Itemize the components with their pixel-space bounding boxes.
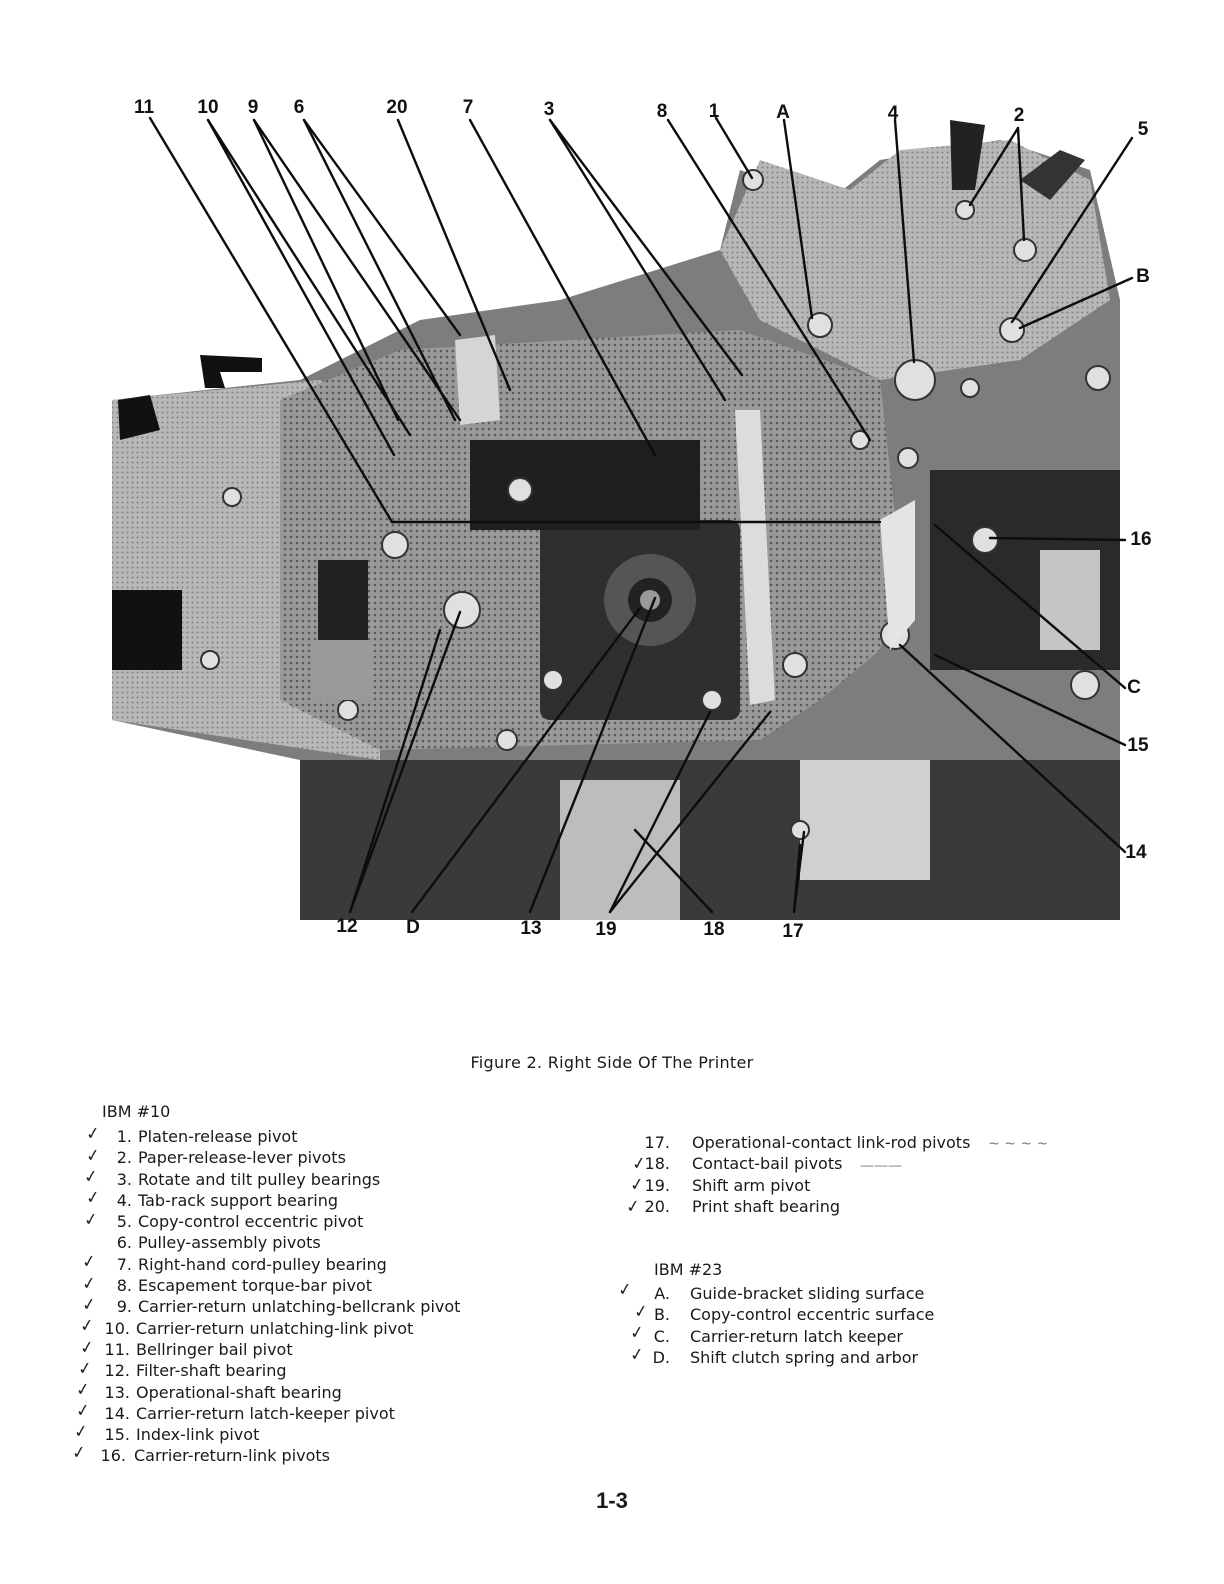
callout-4: 4 (887, 103, 899, 124)
list-item: 12.Filter-shaft bearing (104, 1361, 287, 1381)
check-mark: ✓ (72, 1421, 90, 1443)
callout-6: 6 (293, 97, 305, 118)
check-mark: ✓ (84, 1187, 102, 1209)
list-item: 16.Carrier-return-link pivots (100, 1446, 331, 1466)
callout-19: 19 (595, 919, 617, 940)
handwritten-scribble: ~ ~ ~ ~ (988, 1136, 1049, 1152)
list-item: C.Carrier-return latch keeper (653, 1326, 903, 1346)
check-mark: ✓ (76, 1358, 94, 1380)
list-item: 13.Operational-shaft bearing (104, 1382, 342, 1402)
check-mark: ✓ (78, 1337, 96, 1359)
callout-17: 17 (782, 921, 804, 942)
callout-18: 18 (703, 919, 725, 940)
callout-5: 5 (1137, 119, 1149, 140)
check-mark: ✓ (616, 1279, 634, 1301)
check-mark: ✓ (84, 1145, 102, 1167)
right-parts-list-bottom: A.Guide-bracket sliding surface B.Copy-c… (648, 1283, 978, 1368)
list-item: 20.Print shaft bearing (644, 1196, 841, 1216)
handwritten-scribble: ——— (860, 1158, 902, 1174)
left-parts-list: 1.Platen-release pivot 2.Paper-release-l… (90, 1126, 510, 1467)
check-mark: ✓ (70, 1442, 88, 1464)
figure-caption: Figure 2. Right Side Of The Printer (470, 1053, 754, 1072)
page-number: 1-3 (596, 1488, 628, 1513)
check-mark: ✓ (624, 1196, 642, 1218)
list-item: 10.Carrier-return unlatching-link pivot (104, 1318, 414, 1338)
list-item: 7.Right-hand cord-pulley bearing (116, 1254, 387, 1274)
callout-7: 7 (462, 97, 474, 118)
callout-9: 9 (247, 97, 259, 118)
list-item: 14.Carrier-return latch-keeper pivot (104, 1403, 395, 1423)
callout-1: 1 (708, 101, 720, 122)
list-item: 19.Shift arm pivot (644, 1175, 811, 1195)
check-mark: ✓ (78, 1315, 96, 1337)
list-item: 9.Carrier-return unlatching-bellcrank pi… (116, 1297, 461, 1317)
callout-A: A (776, 102, 790, 123)
check-mark: ✓ (74, 1379, 92, 1401)
check-mark: ✓ (82, 1209, 100, 1231)
callout-11: 11 (133, 97, 155, 118)
list-item: B.Copy-control eccentric surface (653, 1305, 935, 1325)
check-mark: ✓ (628, 1322, 646, 1344)
check-mark: ✓ (628, 1344, 646, 1366)
list-item: 11.Bellringer bail pivot (104, 1339, 293, 1359)
list-item: 18.Contact-bail pivots (644, 1154, 843, 1174)
right-parts-list-top: 17.Operational-contact link-rod pivots 1… (630, 1132, 1010, 1217)
callout-C: C (1127, 677, 1141, 698)
callout-leader-lines (148, 116, 1134, 914)
check-mark: ✓ (84, 1123, 102, 1145)
list-item: D.Shift clutch spring and arbor (652, 1347, 919, 1367)
callout-20: 20 (386, 97, 408, 118)
callout-12: 12 (336, 916, 358, 937)
list-item: 17.Operational-contact link-rod pivots (644, 1133, 971, 1152)
check-mark: ✓ (74, 1400, 92, 1422)
check-mark: ✓ (80, 1273, 98, 1295)
list-item: 8.Escapement torque-bar pivot (116, 1276, 373, 1296)
list-item: 5.Copy-control eccentric pivot (116, 1212, 364, 1232)
callout-B: B (1136, 266, 1150, 287)
callout-13: 13 (520, 918, 542, 939)
callout-2: 2 (1013, 105, 1025, 126)
list-item: 6.Pulley-assembly pivots (116, 1233, 321, 1253)
left-list-heading: IBM #10 (102, 1102, 171, 1121)
callout-14: 14 (1125, 842, 1147, 863)
right-list-heading: IBM #23 (654, 1260, 723, 1279)
check-mark: ✓ (80, 1251, 98, 1273)
callout-D: D (406, 917, 420, 938)
check-mark: ✓ (628, 1174, 646, 1196)
list-item: A.Guide-bracket sliding surface (654, 1284, 925, 1303)
check-mark: ✓ (82, 1166, 100, 1188)
list-item: 15.Index-link pivot (104, 1425, 260, 1445)
callout-3: 3 (543, 99, 555, 120)
printer-right-side-figure (112, 116, 1134, 920)
check-mark: ✓ (632, 1301, 650, 1323)
printer-photo (112, 120, 1120, 920)
callout-8: 8 (656, 101, 668, 122)
callout-16: 16 (1130, 529, 1152, 550)
list-item: 2.Paper-release-lever pivots (116, 1148, 346, 1168)
list-item: 1.Platen-release pivot (116, 1127, 298, 1146)
list-item: 3.Rotate and tilt pulley bearings (116, 1169, 381, 1189)
check-mark: ✓ (630, 1153, 648, 1175)
list-item: 4.Tab-rack support bearing (116, 1190, 339, 1210)
check-mark: ✓ (80, 1294, 98, 1316)
callout-15: 15 (1127, 735, 1149, 756)
callout-10: 10 (197, 97, 219, 118)
